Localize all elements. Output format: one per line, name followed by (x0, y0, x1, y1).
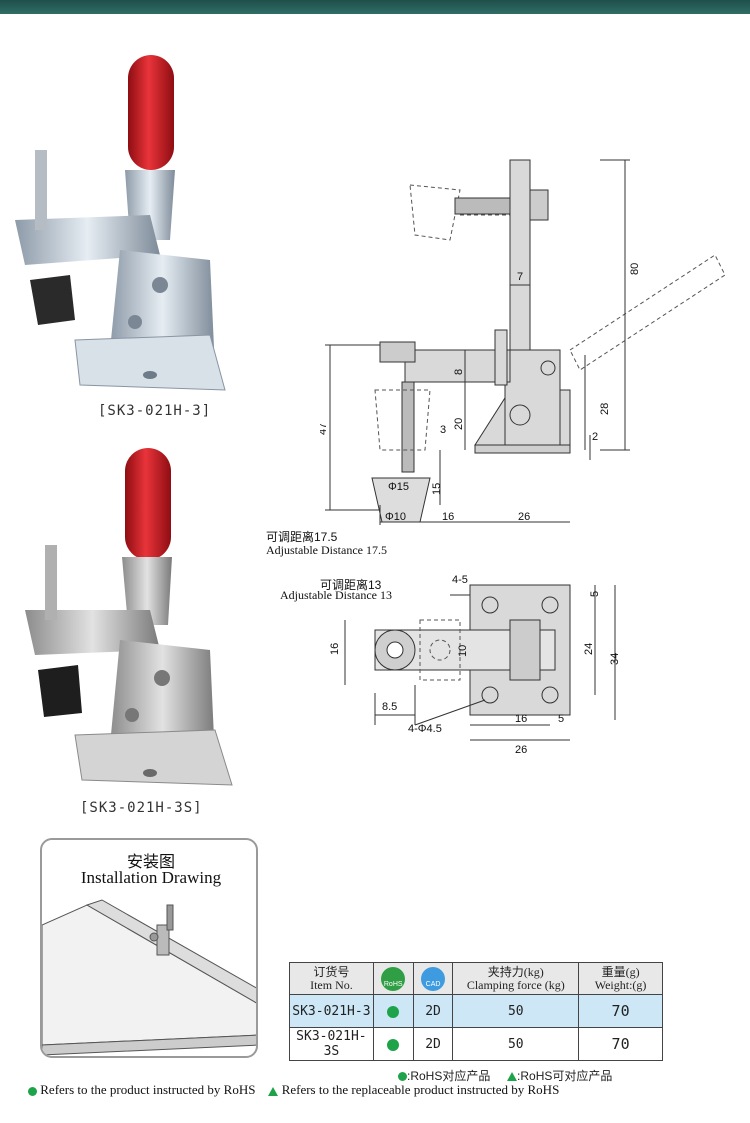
dim-phi15: Φ15 (388, 481, 409, 493)
cell-force: 50 (452, 994, 580, 1028)
cell-item: SK3-021H-3 (289, 994, 374, 1028)
note-replace: :RoHS可对应产品 (517, 1069, 613, 1083)
dim-47: 47 (320, 423, 329, 435)
dim-15: 15 (431, 483, 443, 495)
legend: Refers to the product instructed by RoHS… (28, 1082, 559, 1098)
dim-8: 8 (453, 369, 465, 375)
rohs-dot-icon (387, 1006, 400, 1019)
dim-26: 26 (518, 511, 530, 523)
dim-7: 7 (517, 271, 523, 283)
product-photo-zinc (15, 55, 226, 391)
cell-weight: 70 (578, 1027, 663, 1061)
triangle-icon (507, 1072, 518, 1082)
header-cad: CAD (412, 962, 454, 995)
dim-28: 28 (599, 403, 611, 415)
rohs-dot-icon (387, 1039, 400, 1052)
table-note: :RoHS对应产品 :RoHS可对应产品 (398, 1067, 612, 1084)
dim-5-top: 5 (589, 591, 601, 597)
dim-26-bottom: 26 (515, 744, 527, 756)
header-item-cn: 订货号 (313, 964, 350, 979)
dim-2: 2 (592, 431, 598, 443)
legend-rohs: Refers to the product instructed by RoHS (40, 1082, 256, 1097)
dim-3: 3 (440, 424, 446, 436)
cell-cad: 2D (412, 994, 454, 1028)
dim-4-5: 4-5 (452, 575, 468, 586)
header-bar (0, 0, 750, 14)
dim-80: 80 (629, 263, 641, 275)
header-item-en: Item No. (310, 977, 353, 992)
header-weight-en: Weight:(g) (594, 977, 647, 992)
header-rohs: RoHS (372, 962, 414, 995)
header-force-cn: 夹持力(kg) (487, 964, 544, 979)
adjust-distance-en-2: Adjustable Distance 13 (280, 588, 392, 602)
adjust-distance-cn-2: 可调距离13 (320, 578, 382, 592)
rohs-icon: RoHS (381, 966, 406, 991)
installation-drawing-box: 安装图 Installation Drawing (40, 838, 258, 1058)
adjust-distance-en-1: Adjustable Distance 17.5 (266, 543, 387, 557)
installation-title-en: Installation Drawing (80, 868, 222, 887)
dim-4-phi45: 4-Φ4.5 (408, 723, 442, 735)
table-row: SK3-021H-3 2D 50 70 (289, 994, 663, 1028)
header-force-en: Clamping force (kg) (466, 977, 565, 992)
installation-title-cn: 安装图 (126, 852, 175, 871)
legend-replace: Refers to the replaceable product instru… (281, 1082, 560, 1097)
dim-16-bottom: 16 (515, 713, 527, 725)
adjust-distance-cn-1: 可调距离17.5 (266, 530, 338, 544)
header-weight-cn: 重量(g) (601, 964, 640, 979)
dim-phi10: Φ10 (385, 511, 406, 523)
rohs-dot-icon (28, 1086, 37, 1096)
top-view-drawing: 4-5 5 16 10 24 34 8.5 4-Φ4.5 16 5 26 (329, 575, 621, 756)
cell-weight: 70 (578, 994, 663, 1028)
side-view-drawing: 80 7 8 47 20 28 3 2 Φ15 15 Φ10 16 26 (320, 159, 726, 525)
header-weight: 重量(g) Weight:(g) (578, 962, 663, 995)
dim-10: 10 (457, 645, 469, 657)
cell-rohs (372, 994, 414, 1028)
cell-rohs (372, 1027, 414, 1061)
dim-24: 24 (583, 643, 595, 655)
triangle-icon (268, 1086, 279, 1096)
installation-illustration (42, 899, 256, 1056)
header-force: 夹持力(kg) Clamping force (kg) (452, 962, 580, 995)
product-photo-stainless (25, 448, 233, 786)
dim-16-left: 16 (329, 643, 341, 655)
product-caption-1: [SK3-021H-3] (98, 403, 212, 419)
dim-16: 16 (442, 511, 454, 523)
table-row: SK3-021H-3S 2D 50 70 (289, 1027, 663, 1061)
note-rohs: :RoHS对应产品 (407, 1069, 491, 1083)
dim-8-5: 8.5 (382, 701, 397, 713)
header-item: 订货号 Item No. (289, 962, 374, 995)
dim-34: 34 (609, 653, 621, 665)
cell-force: 50 (452, 1027, 580, 1061)
spec-table: 订货号 Item No. RoHS CAD 夹持力(kg) Clamping f… (289, 962, 663, 1061)
cad-icon: CAD (421, 966, 446, 991)
dim-5-bottom: 5 (558, 713, 564, 725)
dim-20: 20 (453, 418, 465, 430)
cell-item: SK3-021H-3S (289, 1027, 374, 1061)
product-caption-2: [SK3-021H-3S] (80, 800, 203, 816)
rohs-dot-icon (398, 1072, 407, 1082)
cell-cad: 2D (412, 1027, 454, 1061)
